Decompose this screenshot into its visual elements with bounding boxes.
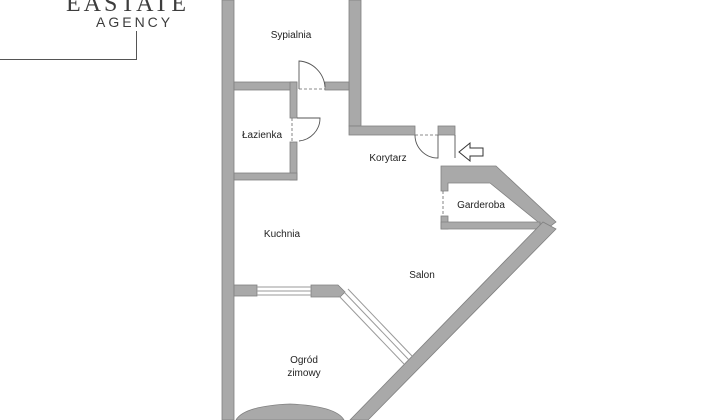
door-thresholds: [291, 88, 444, 216]
agency-logo: EASTATE AGENCY: [0, 0, 220, 64]
wall-bedroom-bottom: [233, 81, 298, 91]
wall-bottom-bay: [235, 403, 345, 420]
label-korytarz: Korytarz: [369, 153, 406, 164]
label-ogrod-line1: Ogród: [290, 355, 318, 366]
wall-bathroom-right-top: [289, 81, 298, 119]
wall-bedroom-bottom-right: [324, 81, 350, 91]
wall-bedroom-right: [348, 0, 362, 127]
logo-subtitle: AGENCY: [96, 14, 174, 30]
label-ogrod-line2: zimowy: [287, 368, 320, 379]
wall-garden-top-right: [310, 284, 346, 298]
doors: [297, 60, 456, 159]
wall-garden-top-left: [233, 284, 258, 297]
wall-wardrobe-top: [440, 165, 557, 236]
windows: [257, 286, 414, 365]
door-bedroom: [298, 60, 326, 89]
logo-title: EASTATE: [66, 0, 190, 17]
wall-left-outer: [221, 0, 235, 420]
logo-divider-vertical: [136, 31, 137, 60]
logo-divider-horizontal: [0, 59, 137, 60]
label-salon: Salon: [409, 270, 435, 281]
label-kuchnia: Kuchnia: [264, 229, 301, 240]
wall-corridor-top: [348, 125, 416, 136]
entrance-arrow-icon: [458, 141, 484, 163]
label-sypialnia: Sypialnia: [271, 30, 312, 41]
window-diagonal-line-3: [347, 288, 414, 358]
walls: [221, 0, 557, 420]
wall-bathroom-bottom: [233, 172, 298, 181]
door-entrance: [414, 134, 439, 159]
window-diagonal-line-2: [343, 291, 410, 361]
window-diagonal-line-1: [338, 295, 405, 365]
wall-wardrobe-bottom: [440, 221, 541, 230]
label-lazienka: Łazienka: [242, 130, 282, 141]
wall-diagonal-outer: [349, 221, 557, 420]
wall-corridor-top-right: [437, 125, 456, 136]
label-garderoba: Garderoba: [457, 200, 505, 211]
door-bathroom: [297, 117, 321, 142]
